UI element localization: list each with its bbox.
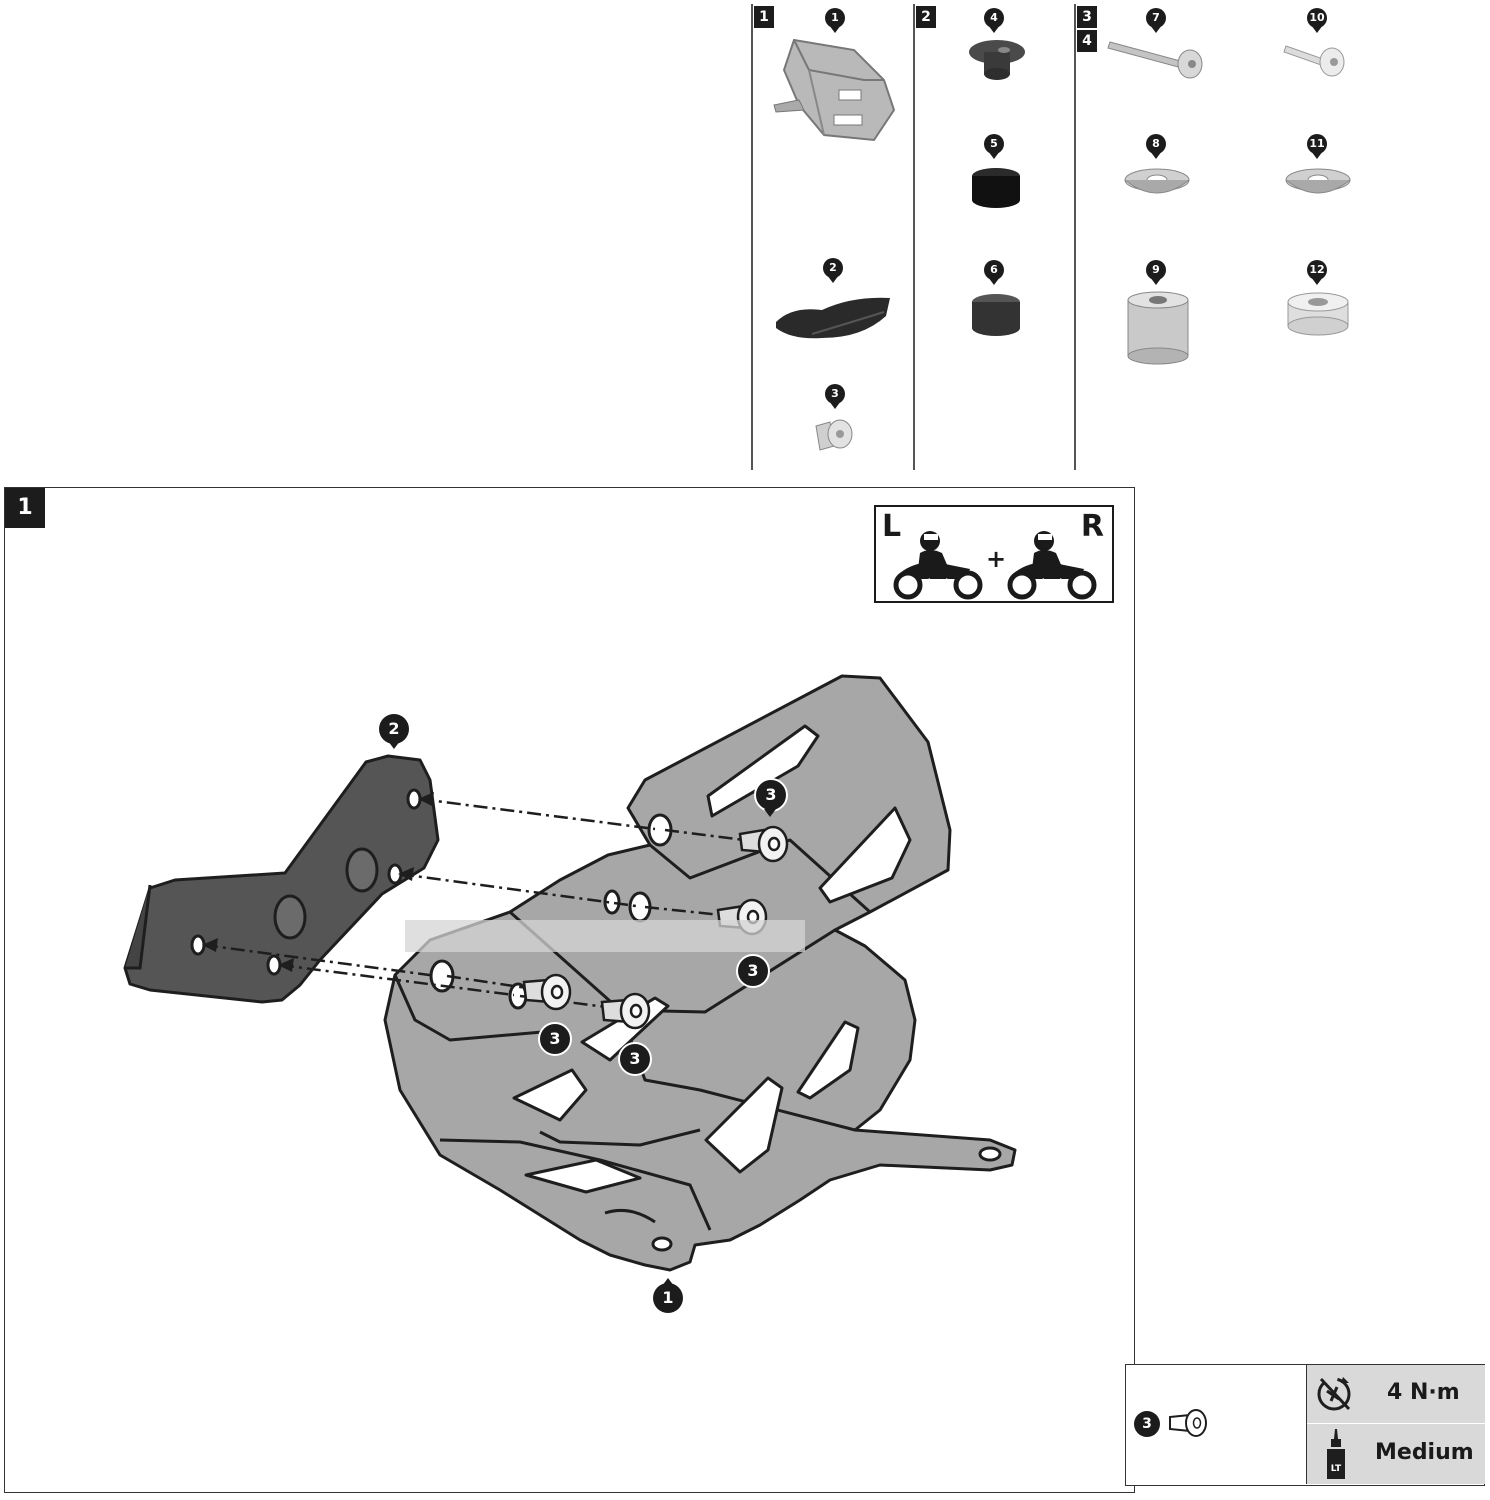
part-number-pin: 1 bbox=[824, 8, 846, 33]
rubber-grommet-part-image bbox=[969, 40, 1025, 80]
arrow-heads bbox=[202, 792, 434, 972]
assembly-step-frame bbox=[4, 487, 1135, 1493]
assembly-guide-lines bbox=[203, 797, 761, 1012]
main-step-label: 1 bbox=[5, 488, 45, 528]
step-label: 4 bbox=[1077, 30, 1097, 52]
blurred-band bbox=[405, 920, 805, 952]
column-divider bbox=[751, 4, 753, 470]
callout-screw: 3 bbox=[754, 778, 788, 817]
part-number-pin: 9 bbox=[1145, 260, 1167, 285]
part-number-pin: 10 bbox=[1306, 8, 1328, 33]
part-number-pin: 5 bbox=[983, 134, 1005, 159]
long-screw-part-image bbox=[1107, 41, 1203, 79]
part-number-pin: 3 bbox=[824, 384, 846, 409]
rubber-bumper-part-image bbox=[972, 294, 1020, 336]
part-number-pin: 6 bbox=[983, 260, 1005, 285]
right-side-label: R bbox=[1080, 509, 1104, 544]
legend-part-number: 3 bbox=[1134, 1411, 1160, 1437]
threadlocker-strength: Medium bbox=[1375, 1440, 1474, 1465]
part-number-pin: 4 bbox=[983, 8, 1005, 33]
motorcycle-left-icon bbox=[893, 531, 983, 600]
part-number-pin: 8 bbox=[1145, 134, 1167, 159]
short-spacer-part-image bbox=[1287, 292, 1349, 336]
step-label: 1 bbox=[754, 6, 774, 28]
callout-guard: 1 bbox=[652, 1278, 684, 1313]
legend-specs: 4 N·m LT Medium bbox=[1306, 1365, 1485, 1484]
torque-row: 4 N·m bbox=[1307, 1365, 1485, 1424]
threadlocker-bottle-icon: LT bbox=[1327, 1429, 1345, 1479]
svg-text:LT: LT bbox=[1331, 1464, 1342, 1474]
rubber-pad-part-image bbox=[972, 168, 1020, 208]
part-number-pin: 7 bbox=[1145, 8, 1167, 33]
screw-part-image bbox=[815, 419, 853, 451]
step-label: 3 bbox=[1077, 6, 1097, 28]
bracket-part-image bbox=[776, 297, 890, 339]
part-number-pin: 11 bbox=[1306, 134, 1328, 159]
screw-icon bbox=[1169, 1409, 1207, 1437]
motorcycle-right-icon bbox=[1007, 531, 1097, 600]
torque-wrench-icon bbox=[1317, 1377, 1351, 1411]
torque-value: 4 N·m bbox=[1387, 1380, 1460, 1405]
screws bbox=[522, 825, 789, 1030]
mounting-bracket bbox=[123, 754, 440, 1004]
callout-screw: 3 bbox=[736, 954, 770, 988]
conical-washer-part-image bbox=[1285, 168, 1351, 194]
torque-legend: 3 4 N·m LT Medium bbox=[1125, 1364, 1485, 1486]
skid-plate-part-image bbox=[773, 38, 896, 142]
callout-bracket: 2 bbox=[378, 714, 410, 749]
short-screw-part-image bbox=[1283, 45, 1345, 77]
side-indicator: L + R bbox=[874, 505, 1114, 603]
spacer-part-image bbox=[1127, 291, 1189, 365]
column-divider bbox=[913, 4, 915, 470]
step-label: 2 bbox=[916, 6, 936, 28]
conical-washer-part-image bbox=[1124, 168, 1190, 194]
skid-plate bbox=[383, 674, 1017, 1272]
callout-screw: 3 bbox=[618, 1042, 652, 1076]
part-number-pin: 12 bbox=[1306, 260, 1328, 285]
part-number-pin: 2 bbox=[822, 258, 844, 283]
threadlocker-row: LT Medium bbox=[1307, 1425, 1485, 1484]
plus-sign: + bbox=[986, 545, 1007, 573]
plate-holes bbox=[429, 813, 1002, 1252]
left-side-label: L bbox=[882, 509, 902, 544]
column-divider bbox=[1074, 4, 1076, 470]
callout-screw: 3 bbox=[538, 1022, 572, 1056]
plate-cutouts bbox=[512, 724, 912, 1194]
